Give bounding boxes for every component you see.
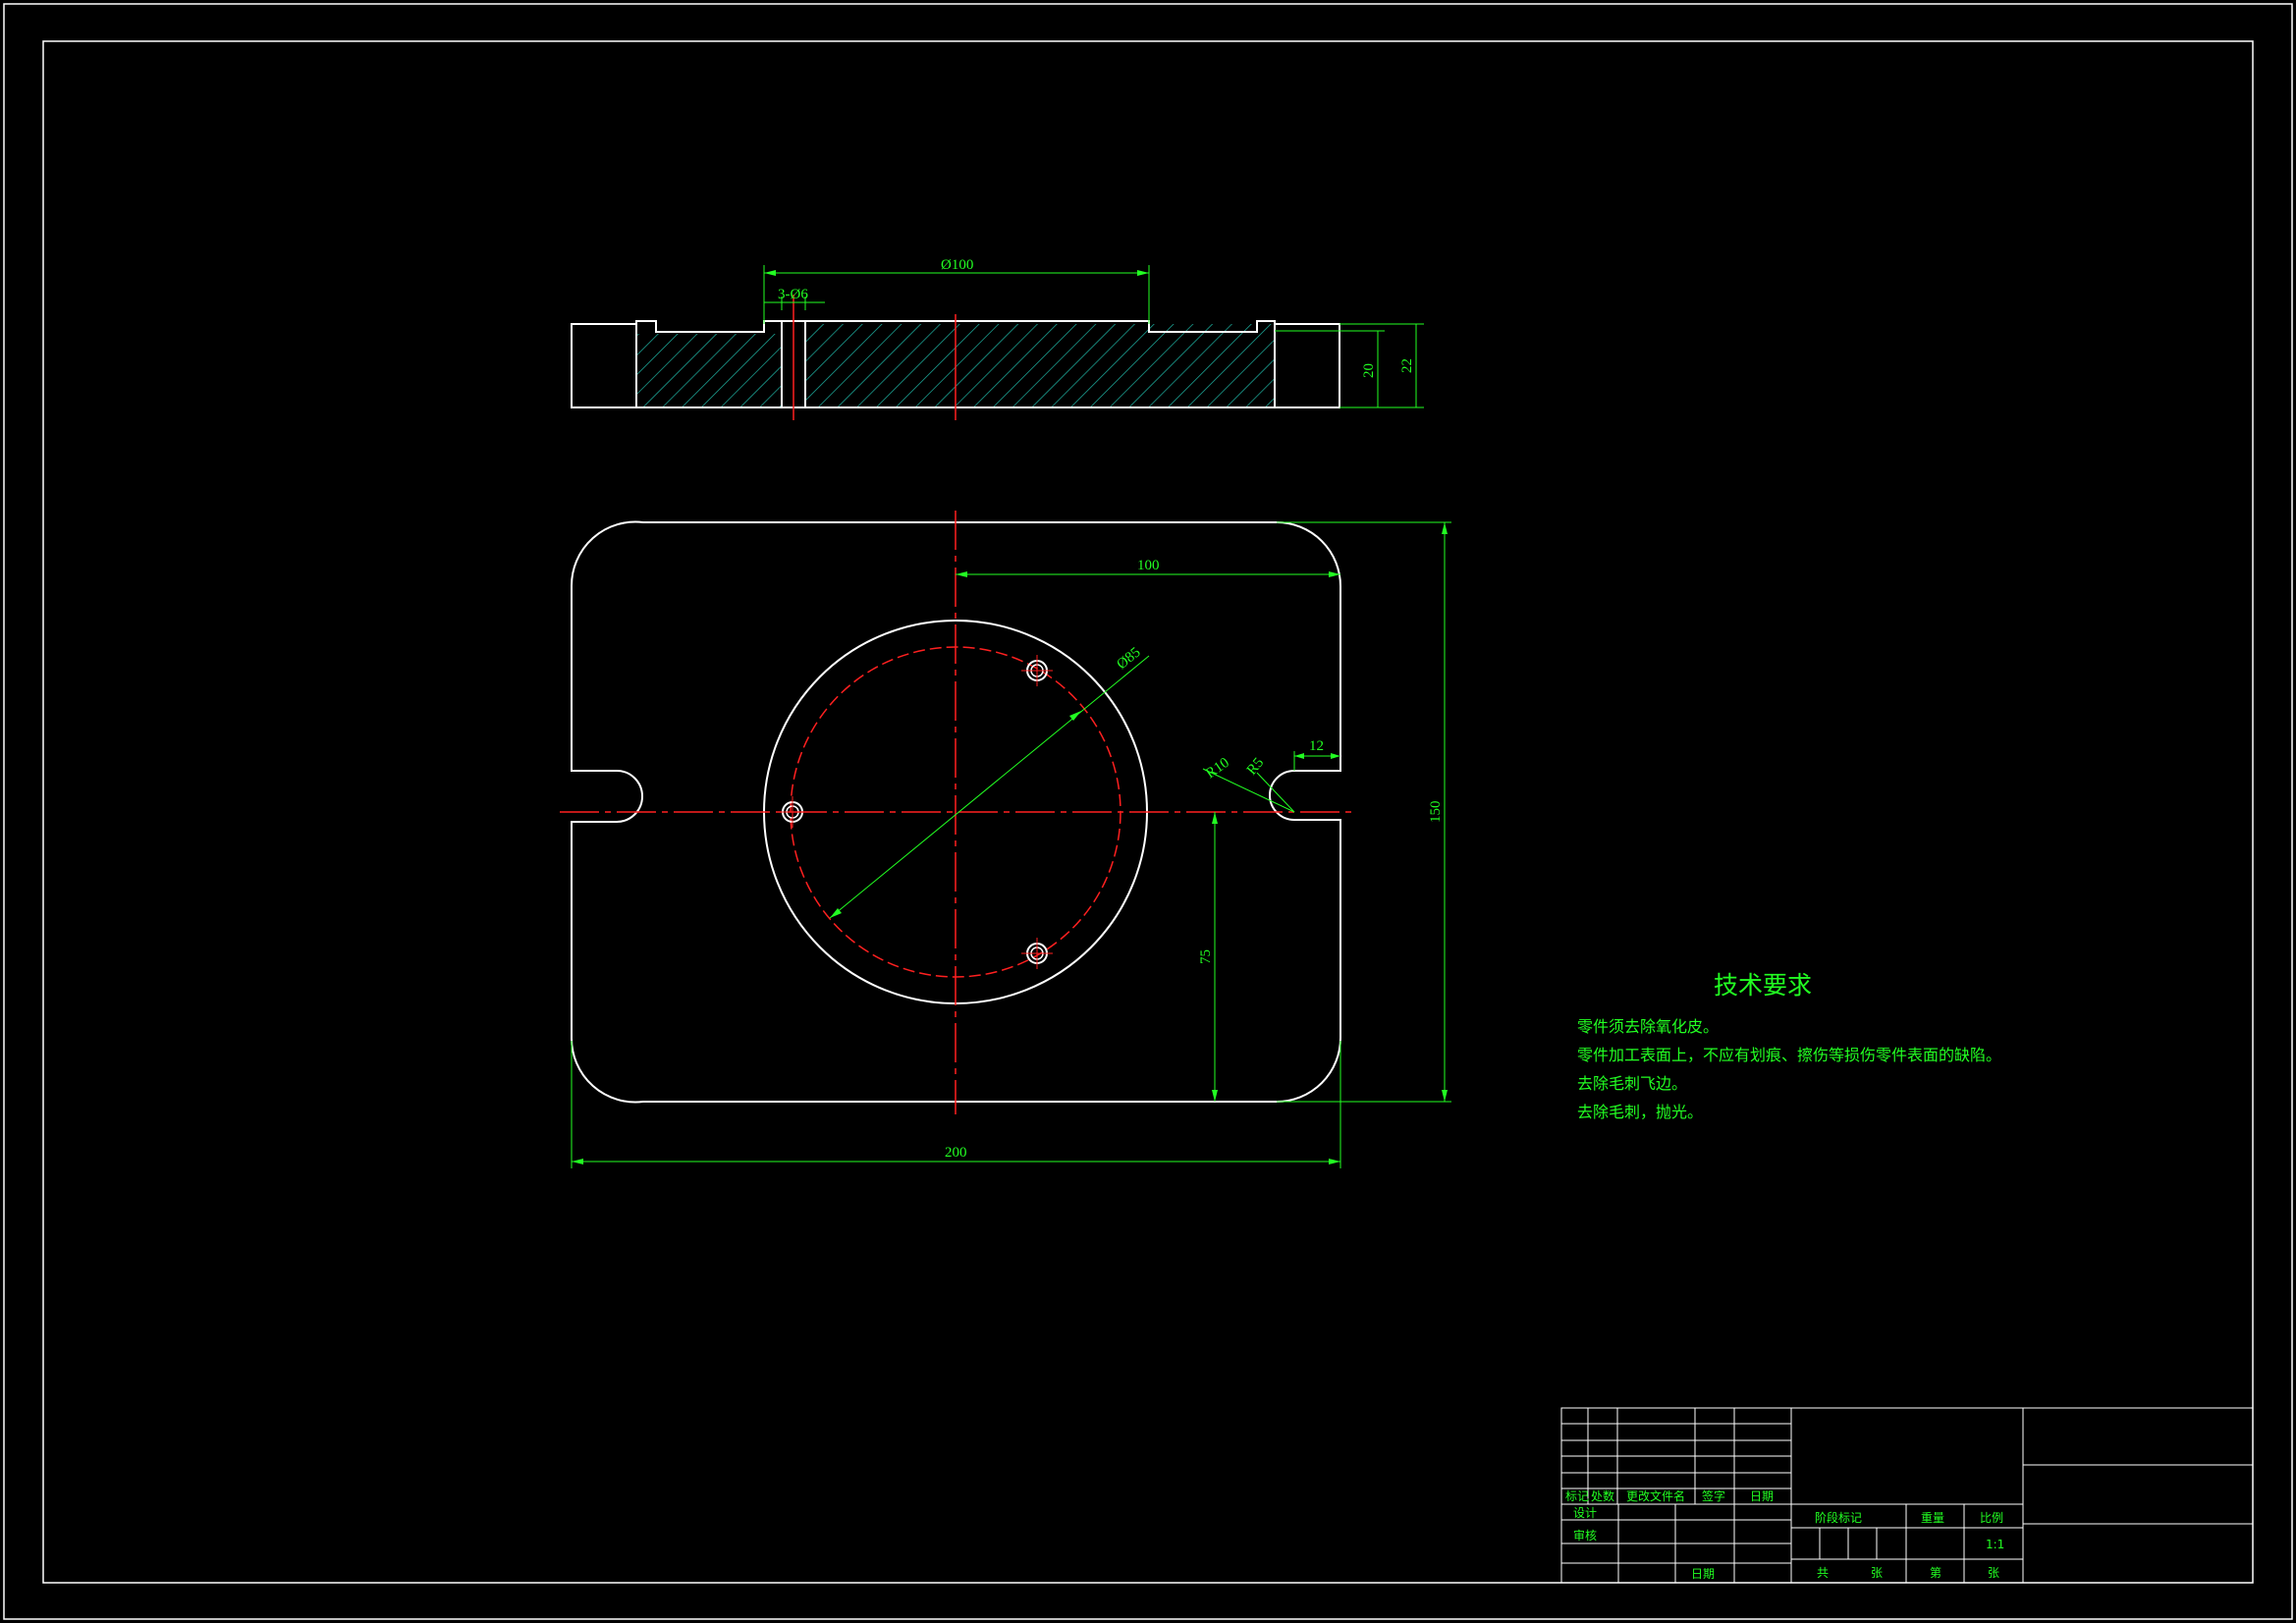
tb-stage-mark: 阶段标记 [1815,1510,1862,1525]
title-block-text: 标记 处数 更改文件名 签字 日期 设计 审核 日期 阶段标记 重量 比例 1:… [1565,1488,2004,1581]
tech-req-line-1: 零件须去除氧化皮。 [1577,1017,1719,1036]
tb-date-label: 日期 [1691,1567,1715,1581]
tb-sheets: 张 [1871,1566,1883,1580]
tech-req-title: 技术要求 [1714,971,1812,1000]
dim-height-22: 22 [1399,358,1415,373]
tb-total: 共 [1817,1566,1829,1580]
tb-scale-value: 1:1 [1986,1538,2004,1551]
dim-height-150: 150 [1428,801,1444,824]
section-outline [571,320,1340,408]
dim-offset-100: 100 [1137,558,1160,573]
tech-req-line-4: 去除毛刺，抛光。 [1577,1103,1703,1121]
tech-req-line-3: 去除毛刺飞边。 [1577,1074,1687,1093]
outer-border [3,3,2293,1620]
plan-view: 200 150 100 75 12 R10 R5 Ø85 [560,511,1451,1168]
tb-header-date: 日期 [1750,1489,1774,1503]
title-block [1560,1407,2254,1584]
dim-width-200: 200 [945,1145,967,1161]
dim-diameter-100: Ø100 [941,257,973,273]
dim-holes-3-d6: 3-Ø6 [778,287,808,302]
dim-slot-12: 12 [1309,738,1324,754]
tb-design: 设计 [1573,1506,1597,1520]
section-view: Ø100 3-Ø6 20 22 [571,257,1424,420]
tb-header-mark: 标记 [1565,1489,1589,1503]
tb-weight: 重量 [1921,1511,1944,1525]
tb-scale: 比例 [1980,1511,2003,1525]
section-hatch-left [636,334,782,407]
dim-offset-75: 75 [1198,949,1214,964]
section-hatch-right [805,324,1275,407]
tb-sheet-no: 第 [1930,1566,1941,1580]
dim-radius-10: R10 [1203,755,1232,782]
bolt-hole-bottom [1021,938,1053,969]
dim-bolt-circle-85: Ø85 [1114,644,1143,673]
dim-radius-5: R5 [1244,755,1268,779]
tb-sheet-no-suffix: 张 [1988,1566,1999,1580]
tech-req-line-2: 零件加工表面上，不应有划痕、擦伤等损伤零件表面的缺陷。 [1577,1046,2001,1064]
tb-review: 审核 [1573,1528,1597,1542]
technical-requirements: 技术要求 零件须去除氧化皮。 零件加工表面上，不应有划痕、擦伤等损伤零件表面的缺… [1577,971,2001,1121]
tb-header-count: 处数 [1591,1488,1614,1503]
bolt-hole-top [1021,655,1053,686]
dim-height-20: 20 [1361,363,1377,378]
tb-header-change-doc: 更改文件名 [1626,1488,1685,1503]
inner-border [42,40,2254,1584]
tb-header-signature: 签字 [1702,1488,1725,1503]
